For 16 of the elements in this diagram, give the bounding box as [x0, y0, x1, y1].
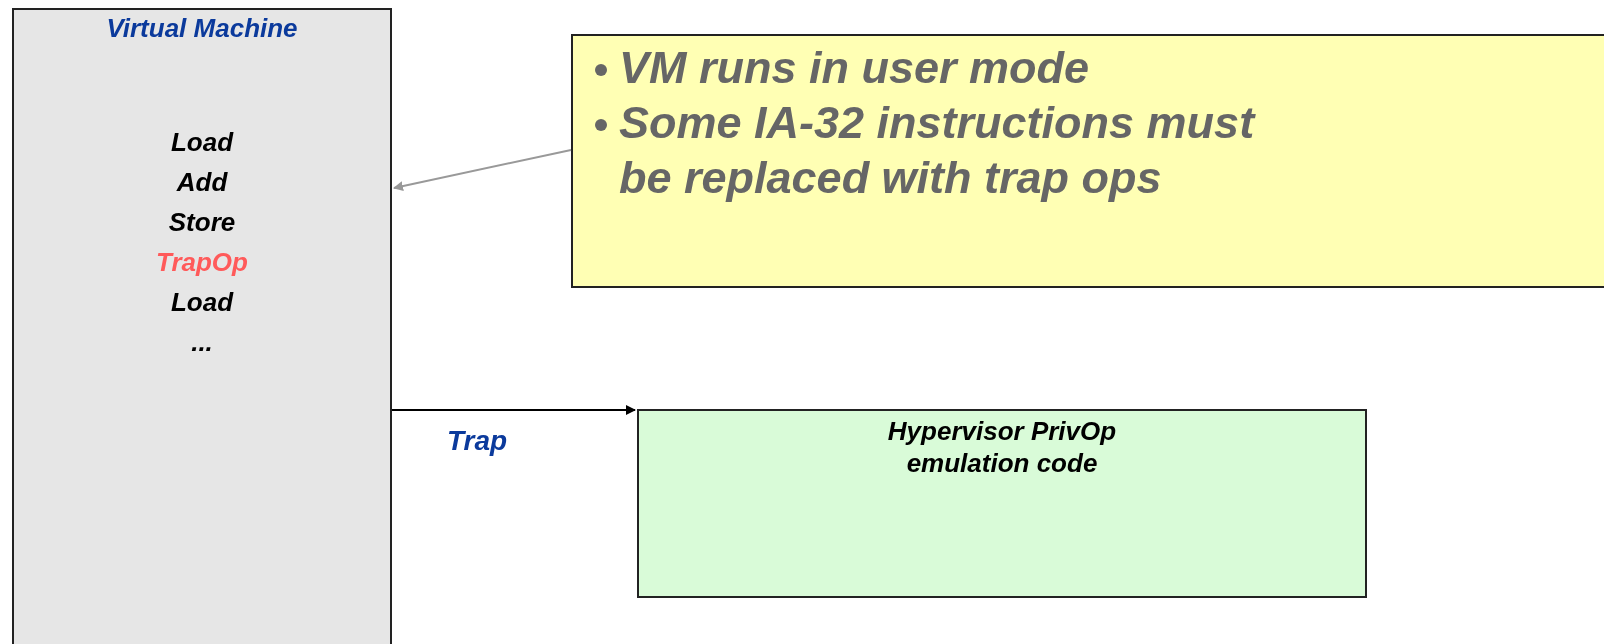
instruction-text: Load — [170, 286, 234, 318]
instruction-text: Add — [176, 166, 228, 198]
arrow — [391, 405, 636, 415]
instruction-text: TrapOp — [156, 246, 248, 278]
instruction-text: Store — [168, 206, 236, 238]
box-text: Hypervisor PrivOp emulation code — [886, 415, 1118, 479]
panel-title: Virtual Machine — [106, 12, 298, 44]
bullet-text: VM runs in user mode — [619, 41, 1091, 95]
instruction-text: Load — [170, 126, 234, 158]
bullet-text: Some IA-32 instructions must be replaced with trap ops — [619, 96, 1257, 205]
arrow — [393, 149, 572, 191]
virtual-machine-panel — [12, 8, 392, 644]
edge-label: Trap — [447, 424, 508, 458]
instruction-text: ... — [191, 326, 213, 358]
process-box — [637, 409, 1367, 598]
note-box — [571, 34, 1604, 288]
